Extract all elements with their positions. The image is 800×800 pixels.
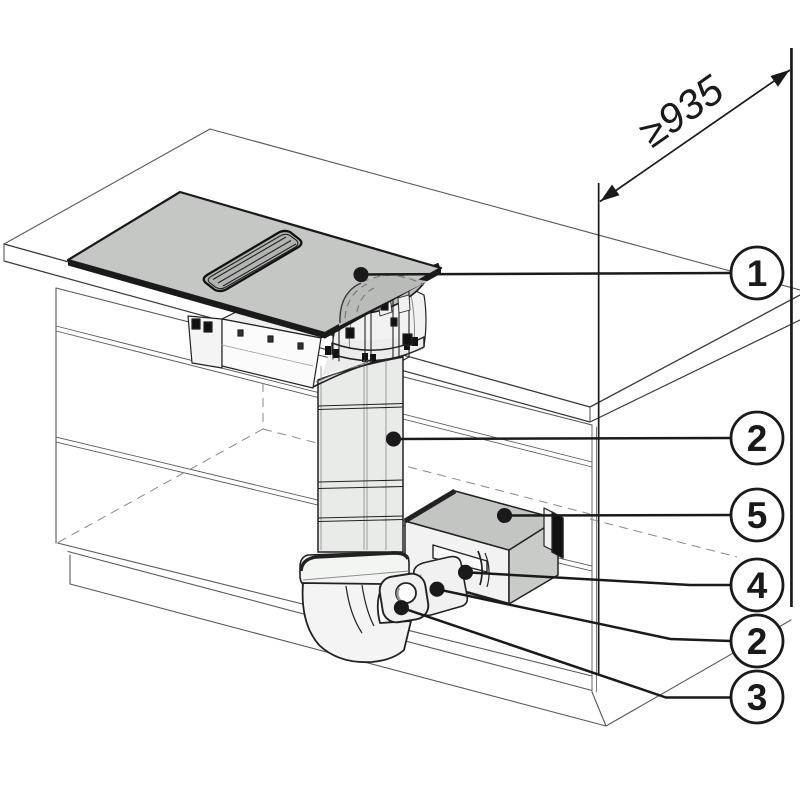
svg-text:2: 2 [747,418,768,459]
svg-text:2: 2 [747,621,768,662]
svg-text:1: 1 [747,253,768,294]
svg-text:3: 3 [747,677,768,718]
svg-text:5: 5 [747,495,768,536]
svg-text:4: 4 [747,565,768,606]
